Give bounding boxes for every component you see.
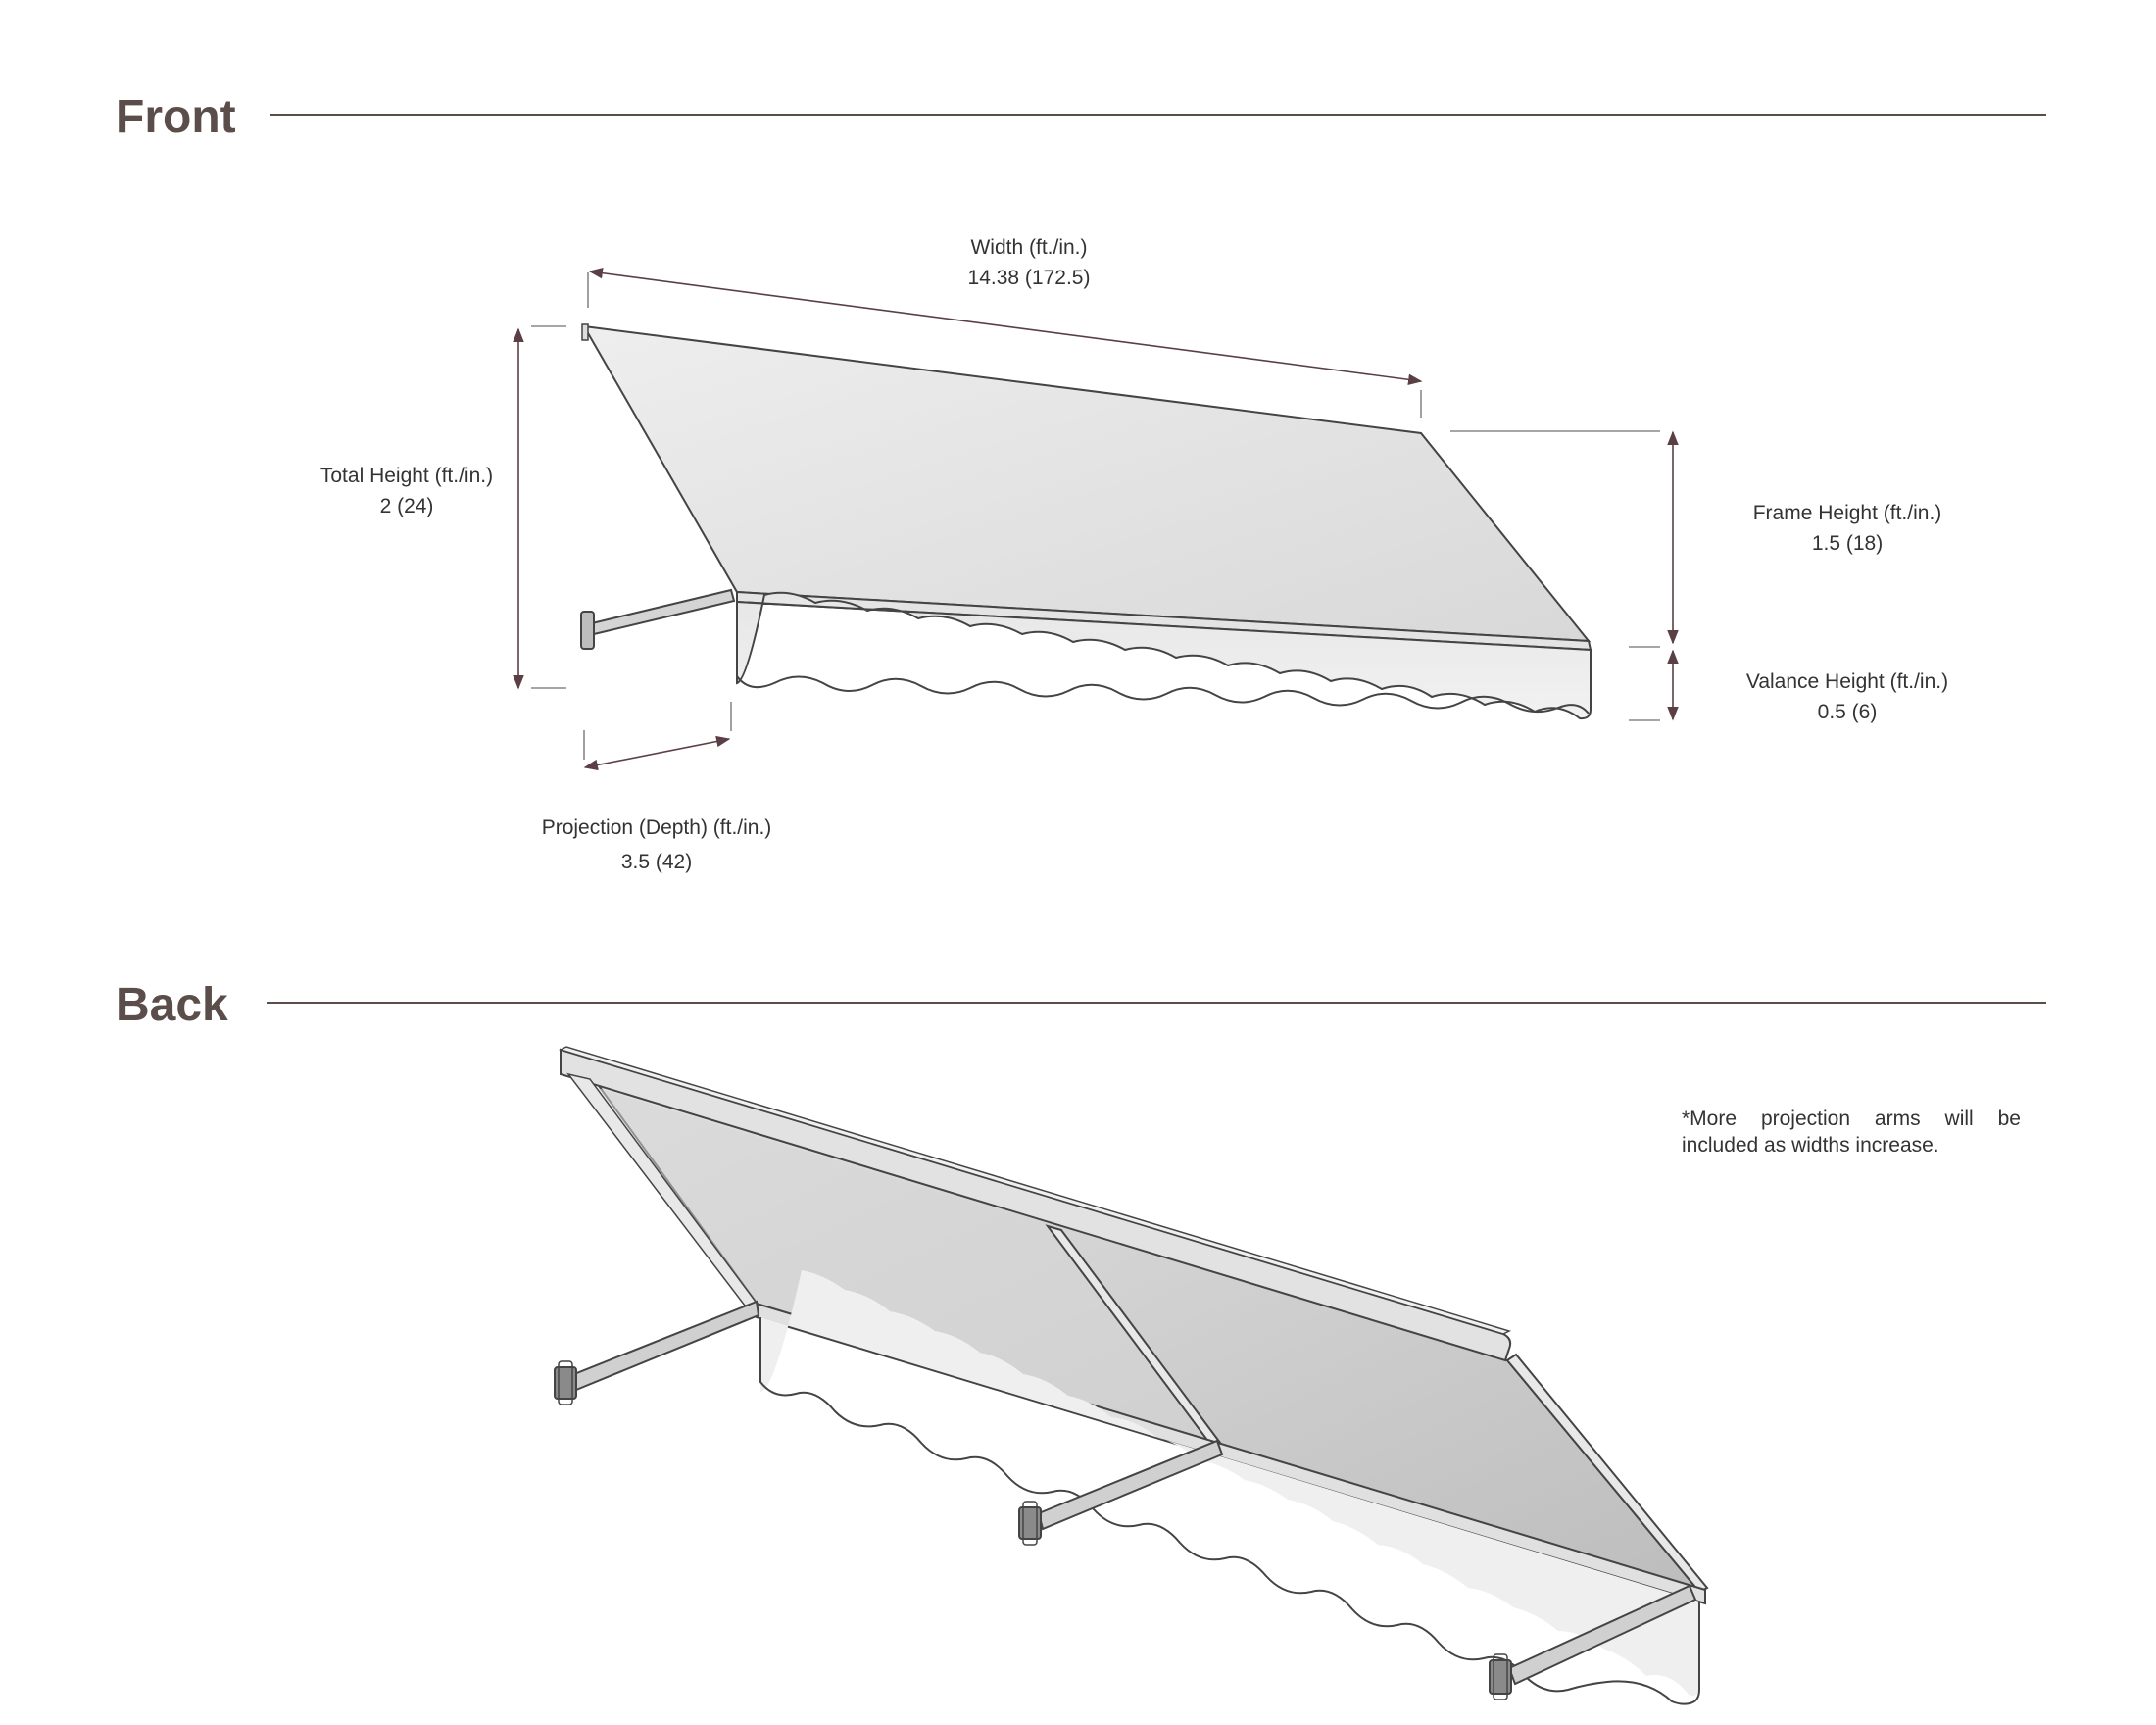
- width-label: Width (ft./in.) 14.38 (172.5): [882, 232, 1176, 293]
- front-projection-arm: [590, 588, 736, 636]
- back-right-arm-bracket: [1489, 1659, 1512, 1695]
- back-awning: [554, 1046, 1709, 1705]
- total-height-label-value: 2 (24): [379, 495, 434, 518]
- projection-label: Projection (Depth) (ft./in.) 3.5 (42): [510, 811, 804, 879]
- front-dimension-lines: [513, 267, 1679, 771]
- front-valance: [736, 591, 1592, 720]
- width-label-value: 14.38 (172.5): [967, 267, 1091, 289]
- frame-height-label-value: 1.5 (18): [1811, 532, 1884, 555]
- valance-height-label: Valance Height (ft./in.) 0.5 (6): [1690, 666, 2004, 727]
- projection-dimension-line: [583, 735, 731, 771]
- back-left-arm: [572, 1300, 760, 1392]
- back-heading: Back: [116, 979, 228, 1031]
- width-dimension-line: [588, 267, 1423, 386]
- back-center-arm: [1037, 1439, 1224, 1531]
- front-awning: [580, 323, 1592, 720]
- valance-height-label-title: Valance Height (ft./in.): [1745, 670, 1949, 693]
- projection-arms-note: *More projection arms will be included a…: [1682, 1108, 2021, 1157]
- projection-label-title: Projection (Depth) (ft./in.): [541, 816, 772, 839]
- back-center-arm-bracket: [1018, 1506, 1042, 1540]
- back-left-arm-bracket: [554, 1366, 577, 1400]
- frame-height-label: Frame Height (ft./in.) 1.5 (18): [1700, 498, 1994, 559]
- projection-label-value: 3.5 (42): [620, 851, 693, 873]
- back-right-arm: [1507, 1584, 1697, 1686]
- frame-height-label-title: Frame Height (ft./in.): [1752, 502, 1942, 524]
- total-height-label-title: Total Height (ft./in.): [319, 465, 494, 487]
- front-heading: Front: [116, 91, 236, 143]
- back-valance: [760, 1270, 1699, 1697]
- front-awning-fabric: [582, 324, 1592, 643]
- front-arm-bracket: [580, 611, 595, 650]
- front-divider: [270, 114, 2046, 116]
- back-divider: [267, 1002, 2046, 1004]
- width-label-title: Width (ft./in.): [970, 236, 1088, 259]
- total-height-label: Total Height (ft./in.) 2 (24): [265, 461, 549, 521]
- valance-height-label-value: 0.5 (6): [1817, 701, 1878, 723]
